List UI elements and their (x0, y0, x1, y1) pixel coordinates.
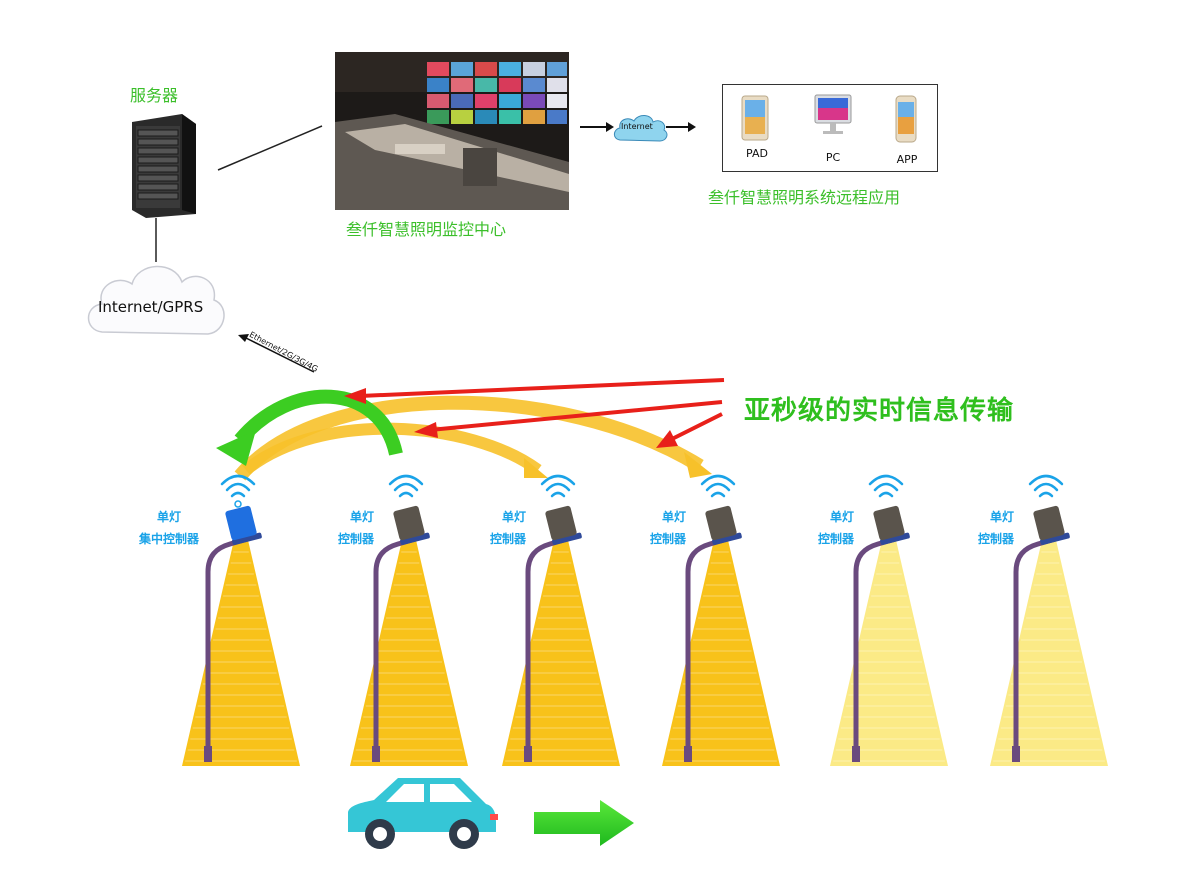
light-beam (662, 540, 780, 766)
server-label: 服务器 (130, 86, 179, 105)
wifi-icon (868, 474, 904, 498)
green-arrowhead (216, 430, 256, 466)
device-label-pad: PAD (746, 147, 768, 160)
lamp-label-line1: 单灯 (989, 510, 1014, 524)
street-lamp (830, 474, 948, 766)
lamp-pole (685, 533, 739, 760)
controller-head (225, 505, 257, 541)
lamp-pole (525, 533, 579, 760)
lamp-label-line2: 控制器 (649, 532, 686, 546)
street-lamp (990, 474, 1108, 766)
headline: 亚秒级的实时信息传输 (744, 396, 1015, 426)
controller-head (1033, 505, 1065, 541)
lamp-pole (205, 533, 259, 760)
direction-arrow-icon (534, 800, 634, 846)
device-label-pc: PC (825, 151, 841, 164)
device-label-app: APP (896, 153, 918, 166)
cloud-label: Internet/GPRS (98, 298, 204, 316)
internet-bubble-label: Internet (621, 122, 653, 131)
lamp-label-line2: 控制器 (489, 532, 526, 546)
light-beam (830, 540, 948, 766)
lamp-label: 单灯控制器 (616, 506, 686, 550)
light-beam (350, 540, 468, 766)
lamp-pole (373, 533, 427, 760)
wifi-icon (220, 474, 256, 498)
lamp-label: 单灯控制器 (456, 506, 526, 550)
light-beam (502, 540, 620, 766)
light-beam (990, 540, 1108, 766)
wifi-icon (540, 474, 576, 498)
lamp-label-line1: 单灯 (156, 510, 181, 524)
lamp-label-line2: 集中控制器 (138, 532, 199, 546)
wifi-icon (1028, 474, 1064, 498)
lamp-label-line1: 单灯 (661, 510, 686, 524)
car-icon (348, 778, 498, 849)
street-lamp (502, 474, 620, 766)
phone-icon (895, 95, 917, 143)
street-lamp (350, 474, 468, 766)
monitoring-center-label: 叁仟智慧照明监控中心 (346, 220, 507, 239)
lamp-label-line2: 控制器 (817, 532, 854, 546)
monitor-icon (814, 94, 852, 134)
remote-apps-label: 叁仟智慧照明系统远程应用 (708, 188, 901, 207)
tablet-icon (741, 95, 769, 141)
lamp-label: 单灯控制器 (304, 506, 374, 550)
wifi-icon (700, 474, 736, 498)
arc-arrowhead (684, 452, 712, 478)
monitoring-center-image (335, 52, 569, 210)
remote-devices-panel: PAD PC APP (722, 84, 938, 172)
lamp-label-line2: 控制器 (337, 532, 374, 546)
server-icon (132, 114, 196, 218)
cloud-icon (87, 265, 225, 335)
lamp-label-line2: 控制器 (977, 532, 1014, 546)
controller-head (873, 505, 905, 541)
lamp-label-line1: 单灯 (829, 510, 854, 524)
controller-head (545, 505, 577, 541)
controller-head (705, 505, 737, 541)
internet-bubble-icon (613, 115, 668, 142)
lamp-label: 单灯控制器 (784, 506, 854, 550)
lamp-label-line1: 单灯 (501, 510, 526, 524)
controller-head (393, 505, 425, 541)
lamp-label: 单灯控制器 (944, 506, 1014, 550)
lamp-pole (853, 533, 907, 760)
lamp-label-line1: 单灯 (349, 510, 374, 524)
street-lamp (662, 474, 780, 766)
lamp-label: 单灯集中控制器 (124, 506, 214, 550)
light-beam (182, 540, 300, 766)
lamp-pole (1013, 533, 1067, 760)
wifi-icon (388, 474, 424, 498)
street-lamp (182, 474, 300, 766)
